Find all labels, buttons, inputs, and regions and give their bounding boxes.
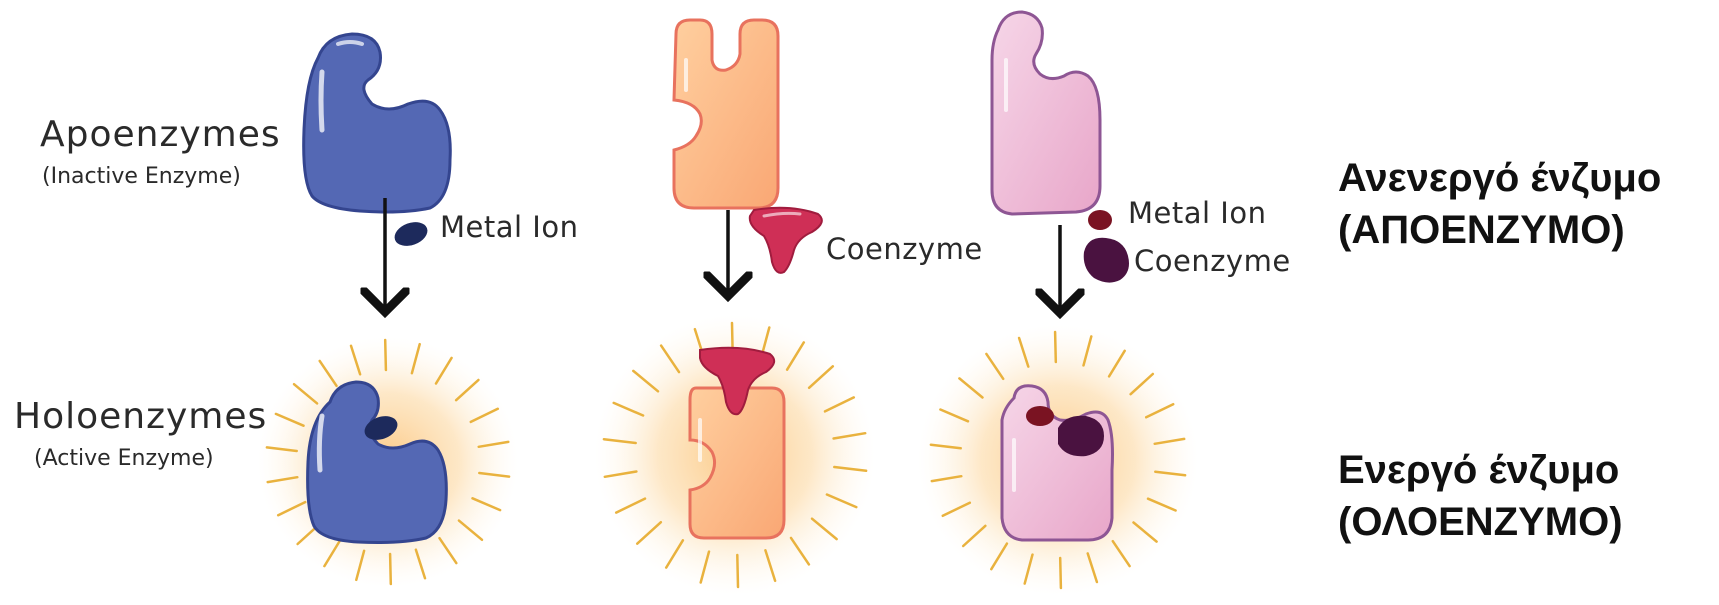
- coenzyme-label-3: Coenzyme: [1134, 244, 1291, 278]
- coenzyme-label-2: Coenzyme: [826, 232, 983, 266]
- holoenzymes-title: Holoenzymes: [14, 396, 267, 437]
- glow-ray: [1055, 332, 1056, 362]
- pink-apoenzyme-shape: [992, 12, 1100, 214]
- blue-apoenzyme-shape: [304, 34, 451, 212]
- glow-ray: [390, 554, 391, 584]
- metal-ion-label-1: Metal Ion: [440, 210, 578, 244]
- coenzyme-shape-2: [750, 208, 822, 273]
- holoenzymes-subtitle: (Active Enzyme): [34, 446, 214, 471]
- glow-ray: [385, 340, 386, 370]
- orange-apoenzyme-shape: [674, 20, 778, 208]
- apoenzymes-title: Apoenzymes: [40, 114, 281, 155]
- greek-inactive-line1: Ανενεργό ένζυμο: [1338, 152, 1661, 204]
- greek-active-line1: Ενεργό ένζυμο: [1338, 444, 1623, 496]
- metal-ion-shape-1: [391, 218, 430, 250]
- glow-ray: [737, 555, 738, 587]
- glow-ray: [1060, 558, 1061, 588]
- greek-inactive-label: Ανενεργό ένζυμο (ΑΠΟΕΝΖΥΜΟ): [1338, 152, 1661, 256]
- greek-active-label: Ενεργό ένζυμο (ΟΛΟΕΝΖΥΜΟ): [1338, 444, 1623, 548]
- greek-inactive-line2: (ΑΠΟΕΝΖΥΜΟ): [1338, 204, 1661, 256]
- greek-active-line2: (ΟΛΟΕΝΖΥΜΟ): [1338, 496, 1623, 548]
- apoenzymes-subtitle: (Inactive Enzyme): [42, 164, 241, 189]
- metal-ion-label-3: Metal Ion: [1128, 196, 1266, 230]
- metal-ion-shape-3: [1088, 210, 1112, 230]
- coenzyme-shape-3: [1084, 238, 1129, 283]
